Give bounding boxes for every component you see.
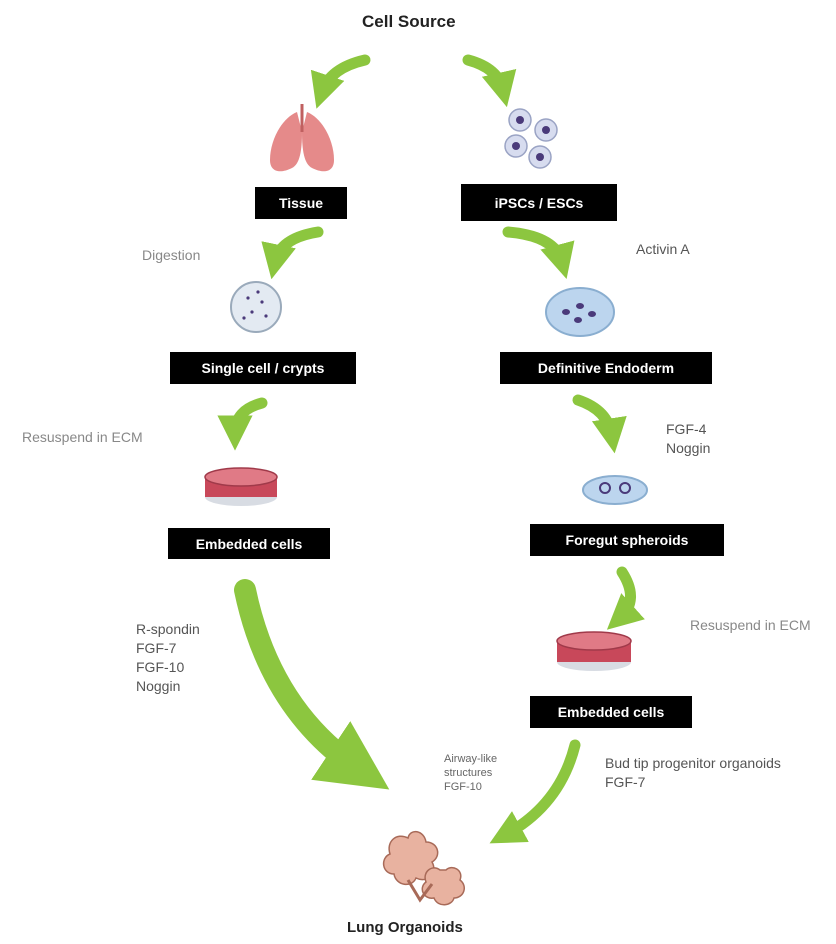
label-activin-a: Activin A <box>636 241 690 257</box>
label-bud-tip-progenitor: Bud tip progenitor organoids FGF-7 <box>605 755 781 790</box>
arrow-source-to-tissue <box>310 54 371 109</box>
label-airway-like-structures: Airway-like structures FGF-10 <box>444 753 498 793</box>
arrow-ipsc-to-endoderm <box>502 226 575 279</box>
box-embedded-cells-right: Embedded cells <box>530 696 692 728</box>
label-fgf4-noggin: FGF-4 Noggin <box>666 421 711 456</box>
ecm-dish-icon-right <box>556 631 632 671</box>
box-ipsc-esc: iPSCs / ESCs <box>461 184 617 221</box>
arrow-endoderm-to-foregut <box>572 394 627 454</box>
box-single-cell-crypts: Single cell / crypts <box>170 352 356 384</box>
label-resuspend-ecm-left: Resuspend in ECM <box>22 429 143 445</box>
diagram-footer: Lung Organoids <box>347 919 463 936</box>
box-definitive-endoderm: Definitive Endoderm <box>500 352 712 384</box>
box-tissue: Tissue <box>255 187 347 219</box>
arrow-source-to-ipsc <box>462 54 517 108</box>
label-left-growth-factors: R-spondin FGF-7 FGF-10 Noggin <box>136 621 200 694</box>
arrow-tissue-to-single-cell <box>261 226 324 280</box>
arrow-single-cell-to-embedded <box>217 397 268 451</box>
box-foregut-spheroids: Foregut spheroids <box>530 524 724 556</box>
diagram-title: Cell Source <box>362 12 456 31</box>
lungs-icon <box>270 104 334 172</box>
ecm-dish-icon-left <box>204 467 278 506</box>
arrow-embedded-to-organoids-right <box>489 739 581 844</box>
endoderm-dish-icon <box>545 287 615 337</box>
label-resuspend-ecm-right: Resuspend in ECM <box>690 617 811 633</box>
foregut-dish-icon <box>582 475 648 505</box>
box-embedded-cells-left: Embedded cells <box>168 528 330 559</box>
petri-dish-cells-icon <box>230 281 282 333</box>
arrow-embedded-to-organoids-left <box>234 579 390 790</box>
stem-cells-icon <box>504 108 558 169</box>
label-digestion: Digestion <box>142 247 201 263</box>
lung-organoids-icon <box>382 830 465 906</box>
arrow-foregut-to-embedded <box>606 566 645 630</box>
